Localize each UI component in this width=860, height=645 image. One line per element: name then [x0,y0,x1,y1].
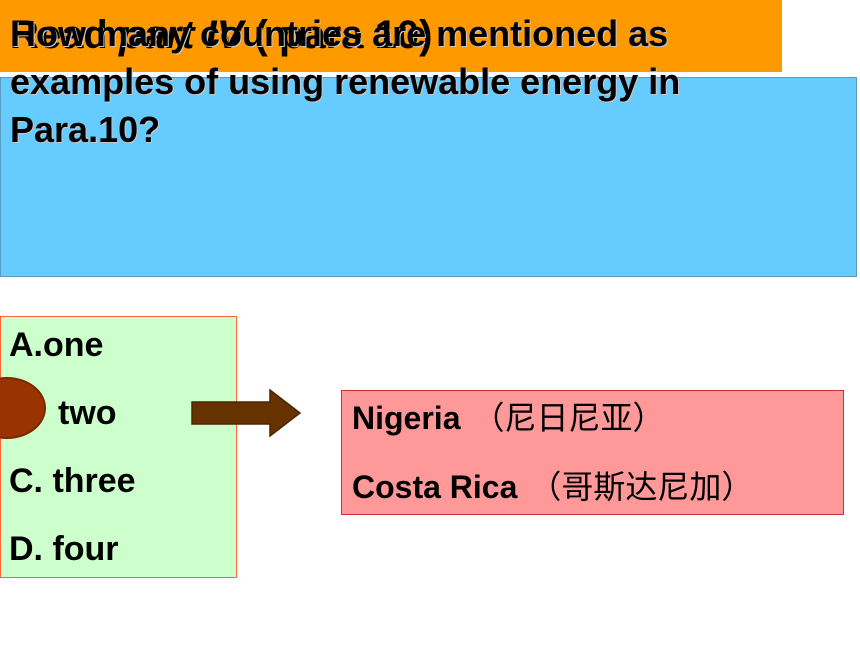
country-name: Nigeria [352,400,461,436]
title-part-2: part IV [118,13,244,57]
option-d: D. four [9,530,119,568]
answer-country-2: Costa Rica （哥斯达尼加） [352,467,753,507]
right-arrow-icon [191,388,302,438]
question-box [0,77,857,277]
country-chinese-name: （尼日尼亚） [472,399,665,437]
country-name: Costa Rica [352,469,518,505]
question-text: How many countries are mentioned as exam… [10,13,681,150]
title-bar [0,0,782,72]
country-chinese-name: （哥斯达尼加） [529,468,754,506]
answer-box [341,390,844,515]
title-part-3: ( para 10) [243,13,433,57]
option-b: two [58,394,117,432]
option-c: C. three [9,462,136,500]
slide-title: Read part IV ( para 10) [10,12,432,58]
options-box [0,316,237,578]
option-a: A.one [9,326,104,364]
answer-country-1: Nigeria （尼日尼亚） [352,398,665,438]
title-part-1: Read [10,13,119,57]
